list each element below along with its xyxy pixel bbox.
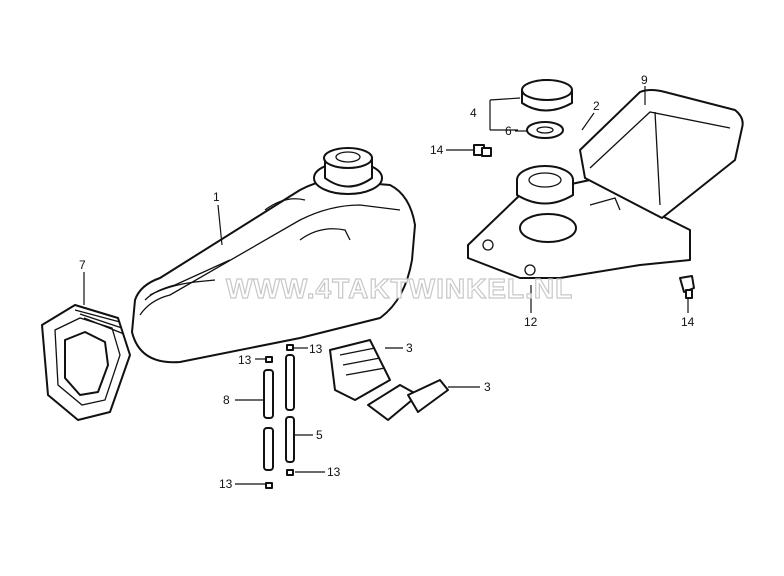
- callout-14: 14: [430, 143, 444, 157]
- callout-13: 13: [219, 477, 233, 491]
- clip: [286, 344, 294, 351]
- watermark: WWW.4TAKTWINKEL.NL: [226, 273, 573, 304]
- callout-3: 3: [484, 380, 491, 394]
- element-upper: [329, 339, 391, 401]
- callout-13: 13: [309, 342, 323, 356]
- tube-long: [263, 369, 274, 471]
- callout-3: 3: [406, 341, 413, 355]
- callout-12: 12: [524, 315, 538, 329]
- callout-13: 13: [238, 353, 252, 367]
- clip: [286, 469, 294, 476]
- clip: [265, 356, 273, 363]
- callout-7: 7: [79, 258, 86, 272]
- callout-14: 14: [681, 315, 695, 329]
- air-cleaner-case: [131, 147, 416, 364]
- bolt: [679, 275, 695, 299]
- callout-13: 13: [327, 465, 341, 479]
- callout-5: 5: [316, 428, 323, 442]
- packing: [526, 121, 564, 139]
- callout-4: 4: [470, 106, 477, 120]
- callout-9: 9: [641, 73, 648, 87]
- callout-8: 8: [223, 393, 230, 407]
- callout-1: 1: [213, 190, 220, 204]
- element-lower: [367, 379, 449, 421]
- element-frame: [41, 304, 131, 421]
- clip: [265, 482, 273, 489]
- bolt: [473, 144, 492, 157]
- cap: [521, 79, 573, 112]
- callout-2: 2: [593, 99, 600, 113]
- tube-short: [285, 354, 295, 463]
- callout-6: 6: [505, 124, 512, 138]
- cover: [579, 89, 744, 219]
